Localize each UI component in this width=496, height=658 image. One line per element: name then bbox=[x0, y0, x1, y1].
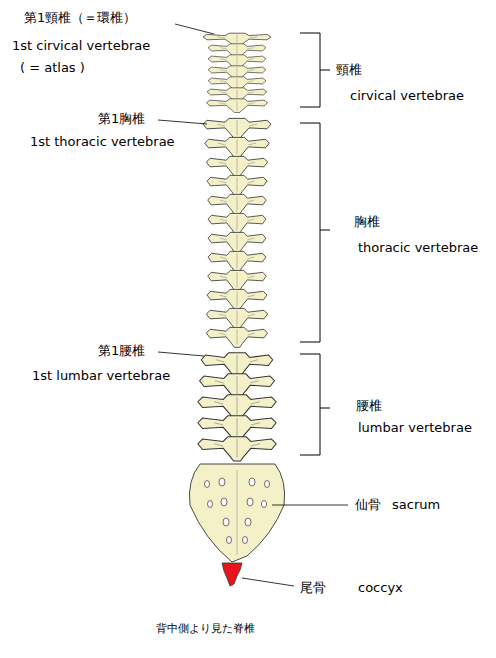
part-label: ( = atlas ) bbox=[20, 60, 85, 76]
part-label: 頸椎 bbox=[336, 62, 362, 78]
part-label: thoracic vertebrae bbox=[358, 240, 478, 256]
part-label: lumbar vertebrae bbox=[358, 420, 472, 436]
part-label: 1st cirvical vertebrae bbox=[12, 38, 150, 54]
part-label: 第1腰椎 bbox=[98, 343, 145, 359]
figure-caption: 背中側より見た脊椎 bbox=[156, 622, 255, 636]
part-label: 胸椎 bbox=[354, 214, 380, 230]
part-label: 1st thoracic vertebrae bbox=[30, 134, 175, 150]
part-label: 第1胸椎 bbox=[98, 111, 145, 127]
part-label: 腰椎 bbox=[356, 398, 382, 414]
part-label: 第1頸椎（＝環椎） bbox=[24, 10, 136, 26]
part-label: coccyx bbox=[358, 580, 403, 596]
part-label: 1st lumbar vertebrae bbox=[32, 368, 170, 384]
part-label: 尾骨 bbox=[300, 580, 326, 596]
part-label: sacrum bbox=[392, 497, 440, 513]
part-label: cirvical vertebrae bbox=[350, 88, 464, 104]
part-label: 仙骨 bbox=[355, 497, 381, 513]
